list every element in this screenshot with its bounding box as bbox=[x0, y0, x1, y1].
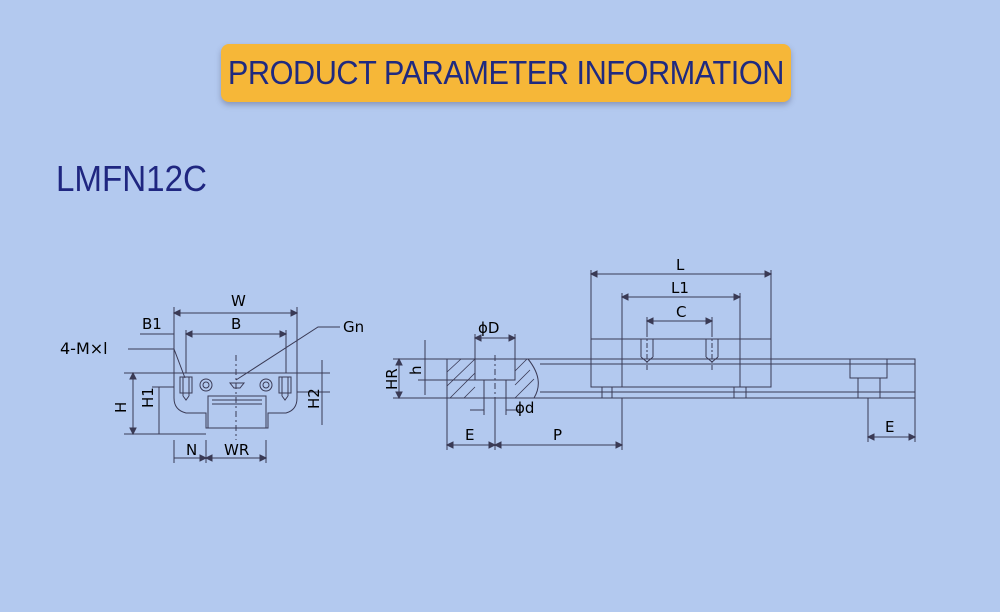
label-W: W bbox=[231, 292, 246, 310]
label-h: h bbox=[407, 365, 425, 375]
rail-outline bbox=[207, 395, 267, 429]
label-B1: B1 bbox=[142, 315, 162, 333]
label-H1: H1 bbox=[139, 387, 157, 408]
label-WR: WR bbox=[224, 441, 249, 459]
title-banner: PRODUCT PARAMETER INFORMATION bbox=[221, 44, 791, 102]
label-d: ϕd bbox=[515, 399, 534, 417]
banner-title: PRODUCT PARAMETER INFORMATION bbox=[228, 54, 785, 91]
label-HR: HR bbox=[383, 368, 401, 390]
label-D: ϕD bbox=[478, 319, 499, 337]
label-E-left: E bbox=[465, 426, 474, 444]
label-L: L bbox=[676, 256, 685, 274]
carriage-outline bbox=[173, 372, 298, 429]
bolt-hole-right bbox=[278, 376, 292, 394]
label-B: B bbox=[231, 315, 241, 333]
label-H2: H2 bbox=[305, 388, 323, 409]
label-Gn: Gn bbox=[343, 318, 364, 336]
side-view bbox=[393, 270, 917, 450]
bolt-hole-left bbox=[179, 376, 193, 394]
label-P: P bbox=[553, 426, 562, 444]
grease-nipple bbox=[199, 378, 213, 392]
label-H: H bbox=[112, 402, 130, 413]
carriage-side bbox=[590, 338, 772, 388]
label-C: C bbox=[676, 303, 686, 321]
cross-section-view bbox=[124, 307, 340, 463]
label-M: 4-M×l bbox=[60, 339, 108, 358]
label-L1: L1 bbox=[671, 279, 689, 297]
label-E-right: E bbox=[885, 418, 894, 436]
model-name: LMFN12C bbox=[56, 158, 207, 199]
label-N: N bbox=[186, 441, 197, 459]
